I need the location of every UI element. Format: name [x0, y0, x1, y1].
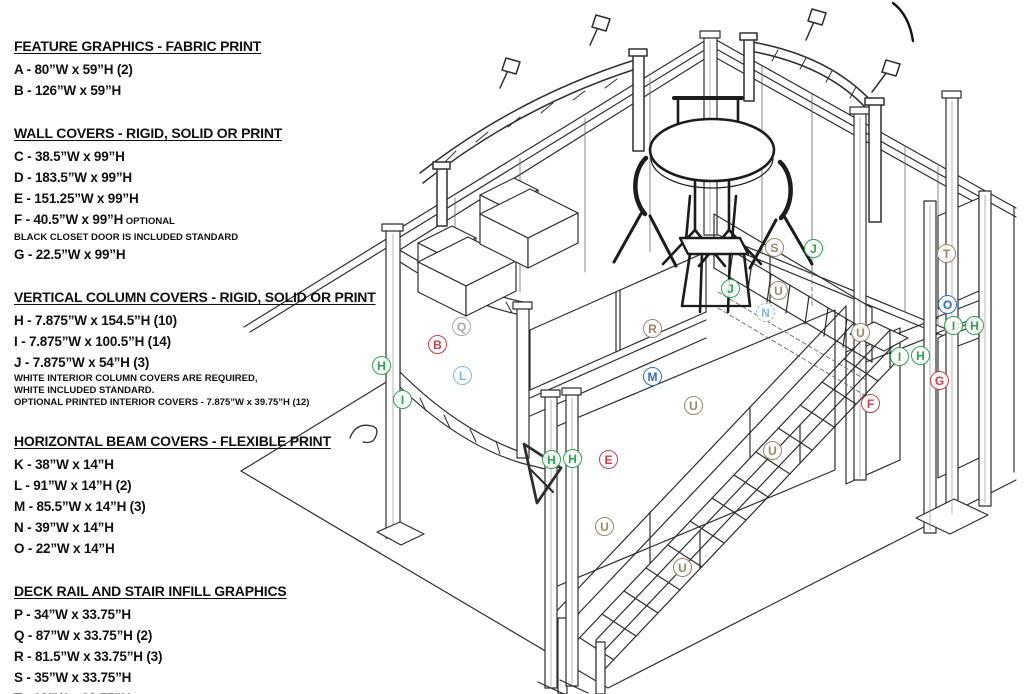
callout-H: H: [372, 356, 391, 375]
legend-item-text: E - 151.25”W x 99”H: [14, 191, 139, 206]
legend-note: OPTIONAL PRINTED INTERIOR COVERS - 7.875…: [14, 397, 310, 408]
legend-item: K - 38”W x 14”H: [14, 454, 386, 475]
callout-H: H: [911, 346, 930, 365]
callout-Q: Q: [452, 317, 471, 336]
legend-note: BLACK CLOSET DOOR IS INCLUDED STANDARD: [14, 232, 239, 243]
callout-I: I: [944, 316, 963, 335]
curved-feature-wall: [376, 223, 550, 546]
legend-item: I - 7.875”W x 100.5”H (14): [14, 331, 386, 352]
legend-item-suffix: OPTIONAL: [123, 216, 175, 227]
legend-item-text: T - 18”W x 33.75”H: [14, 691, 131, 694]
callout-U: U: [684, 396, 703, 415]
legend-item: B - 126”W x 59”H: [14, 80, 386, 101]
legend-item: L - 91”W x 14”H (2): [14, 475, 386, 496]
legend-item: H - 7.875”W x 154.5”H (10): [14, 310, 386, 331]
callout-U: U: [673, 558, 692, 577]
legend-item: O - 22”W x 14”H: [14, 538, 386, 559]
callout-J: J: [721, 279, 740, 298]
legend-item-text: I - 7.875”W x 100.5”H (14): [14, 334, 171, 349]
legend-item-text: D - 183.5”W x 99”H: [14, 170, 132, 185]
legend-note: WHITE INCLUDED STANDARD.: [14, 385, 155, 396]
legend-item: N - 39”W x 14”H: [14, 517, 386, 538]
legend-item: A - 80”W x 59”H (2): [14, 59, 386, 80]
legend-item-text: A - 80”W x 59”H (2): [14, 62, 133, 77]
legend-item: E - 151.25”W x 99”H: [14, 188, 386, 209]
legend-item-text: F - 40.5”W x 99”H: [14, 212, 124, 227]
callout-U: U: [851, 323, 870, 342]
callout-H: H: [965, 316, 984, 335]
legend-item-text: S - 35”W x 33.75”H: [14, 670, 132, 685]
legend-heading: DECK RAIL AND STAIR INFILL GRAPHICS: [14, 583, 287, 599]
legend-heading: FEATURE GRAPHICS - FABRIC PRINT: [14, 38, 262, 54]
deck-sofas: [417, 177, 579, 317]
legend-item-text: C - 38.5”W x 99”H: [14, 149, 125, 164]
legend-item: J - 7.875”W x 54”H (3): [14, 352, 386, 373]
legend-item: Q - 87”W x 33.75”H (2): [14, 625, 386, 646]
callout-G: G: [930, 371, 949, 390]
callout-B: B: [428, 335, 447, 354]
legend-item: M - 85.5”W x 14”H (3): [14, 496, 386, 517]
callout-H: H: [542, 450, 561, 469]
legend-item-text: M - 85.5”W x 14”H (3): [14, 499, 146, 514]
legend-item-text: G - 22.5”W x 99”H: [14, 247, 126, 262]
left-truss-arch: [419, 14, 648, 227]
legend-item-text: B - 126”W x 59”H: [14, 83, 122, 98]
legend-section: HORIZONTAL BEAM COVERS - FLEXIBLE PRINT K…: [14, 433, 386, 559]
right-truss-arch: [739, 1, 915, 223]
legend-item: G - 22.5”W x 99”H: [14, 244, 386, 265]
legend-heading: WALL COVERS - RIGID, SOLID OR PRINT: [14, 125, 283, 141]
legend-section: DECK RAIL AND STAIR INFILL GRAPHICS P - 3…: [14, 583, 386, 694]
callout-H: H: [563, 449, 582, 468]
legend-heading: VERTICAL COLUMN COVERS - RIGID, SOLID OR…: [14, 289, 376, 305]
legend-item: T - 18”W x 33.75”H: [14, 688, 386, 694]
deck-rail: [529, 251, 707, 417]
legend-item: R - 81.5”W x 33.75”H (3): [14, 646, 386, 667]
legend-item-text: L - 91”W x 14”H (2): [14, 478, 132, 493]
legend-item: P - 34”W x 33.75”H: [14, 604, 386, 625]
legend-note: WHITE INTERIOR COLUMN COVERS ARE REQUIRE…: [14, 373, 258, 384]
legend-item: C - 38.5”W x 99”H: [14, 146, 386, 167]
table-and-chairs: [612, 96, 814, 314]
legend-item: F - 40.5”W x 99”H OPTIONAL: [14, 209, 386, 232]
callout-E: E: [599, 450, 618, 469]
callout-I: I: [393, 390, 412, 409]
legend-item-text: H - 7.875”W x 154.5”H (10): [14, 313, 177, 328]
callout-L: L: [453, 366, 472, 385]
callout-O: O: [938, 295, 957, 314]
legend-item-text: Q - 87”W x 33.75”H (2): [14, 628, 153, 643]
callout-U: U: [769, 281, 788, 300]
legend-section: FEATURE GRAPHICS - FABRIC PRINT A - 80”W …: [14, 38, 386, 101]
legend-section: VERTICAL COLUMN COVERS - RIGID, SOLID OR…: [14, 289, 386, 409]
legend-item-text: P - 34”W x 33.75”H: [14, 607, 131, 622]
legend-item-text: K - 38”W x 14”H: [14, 457, 114, 472]
legend-item: D - 183.5”W x 99”H: [14, 167, 386, 188]
callout-U: U: [595, 517, 614, 536]
callout-S: S: [765, 238, 784, 257]
callout-U: U: [763, 441, 782, 460]
legend-item-text: J - 7.875”W x 54”H (3): [14, 355, 150, 370]
callout-M: M: [643, 367, 662, 386]
legend-heading: HORIZONTAL BEAM COVERS - FLEXIBLE PRINT: [14, 433, 331, 449]
legend-section: WALL COVERS - RIGID, SOLID OR PRINT C - 3…: [14, 125, 386, 265]
legend-item-text: R - 81.5”W x 33.75”H (3): [14, 649, 163, 664]
callout-J: J: [804, 239, 823, 258]
callout-I: I: [890, 347, 909, 366]
legend-item: S - 35”W x 33.75”H: [14, 667, 386, 688]
legend-item-text: O - 22”W x 14”H: [14, 541, 115, 556]
callout-R: R: [643, 319, 662, 338]
callout-T: T: [937, 244, 956, 263]
legend: FEATURE GRAPHICS - FABRIC PRINT A - 80”W …: [14, 38, 386, 694]
main-stair-flight: [551, 305, 897, 694]
legend-item-text: N - 39”W x 14”H: [14, 520, 114, 535]
callout-N: N: [756, 303, 775, 322]
right-wall: [845, 90, 992, 535]
callout-F: F: [861, 394, 880, 413]
